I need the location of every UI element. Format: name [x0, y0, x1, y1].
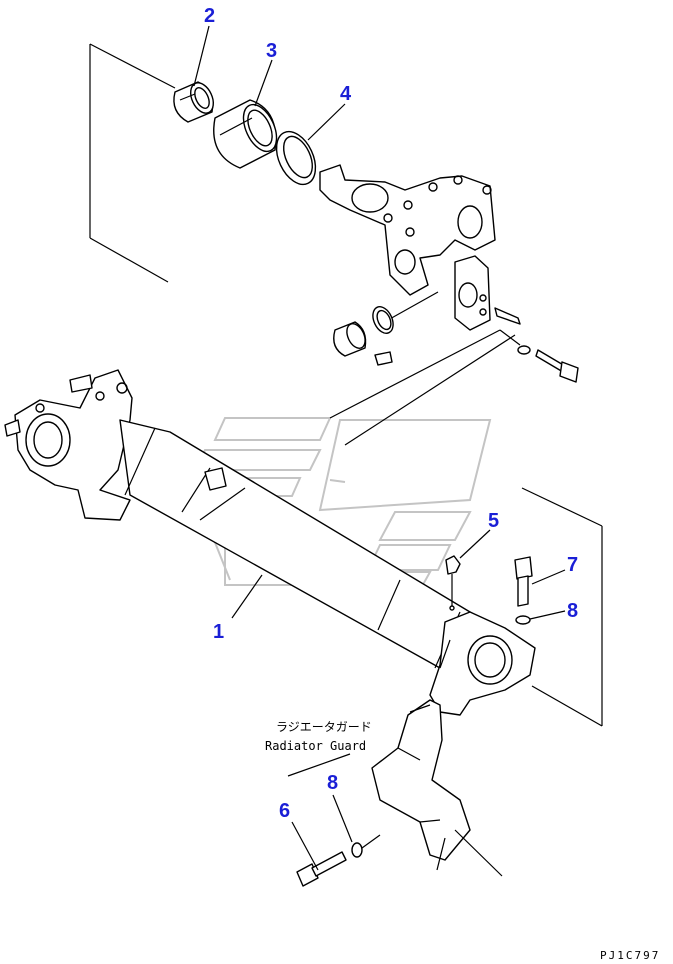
washer-part-8-upper: [515, 615, 531, 625]
note-japanese: ラジエータガード: [276, 720, 372, 734]
upper-group-outline: [89, 43, 516, 446]
callout-6: 6: [279, 800, 290, 822]
grease-fitting-part-5: [445, 555, 461, 606]
washer-part-8-lower: [351, 834, 381, 858]
callout-5: 5: [488, 510, 499, 532]
callout-7: 7: [567, 554, 578, 576]
bolt-part-6: [296, 851, 347, 887]
callout-1: 1: [213, 621, 224, 643]
ring-part-4: [275, 130, 317, 186]
drawing-code: PJ1C797: [600, 949, 660, 962]
bushing-part-3: [213, 99, 278, 169]
axle-body-part-1: [4, 369, 536, 716]
right-group-outline: [521, 487, 603, 727]
callout-3: 3: [266, 40, 277, 62]
callout-8-upper: 8: [567, 600, 578, 622]
callout-4: 4: [340, 83, 352, 105]
bolt-part-7: [514, 556, 533, 607]
support-bracket: [319, 164, 496, 296]
callout-2: 2: [204, 5, 215, 27]
sleeve-part-2: [173, 81, 215, 123]
callout-8-lower: 8: [327, 772, 338, 794]
cap-block: [454, 255, 521, 331]
bolt-washer-right: [499, 329, 579, 383]
note-english: Radiator Guard: [265, 739, 366, 753]
radiator-guard: [287, 699, 503, 877]
watermark-logo: [180, 417, 492, 591]
leader-lines: [193, 25, 566, 871]
small-bushing: [333, 306, 394, 366]
